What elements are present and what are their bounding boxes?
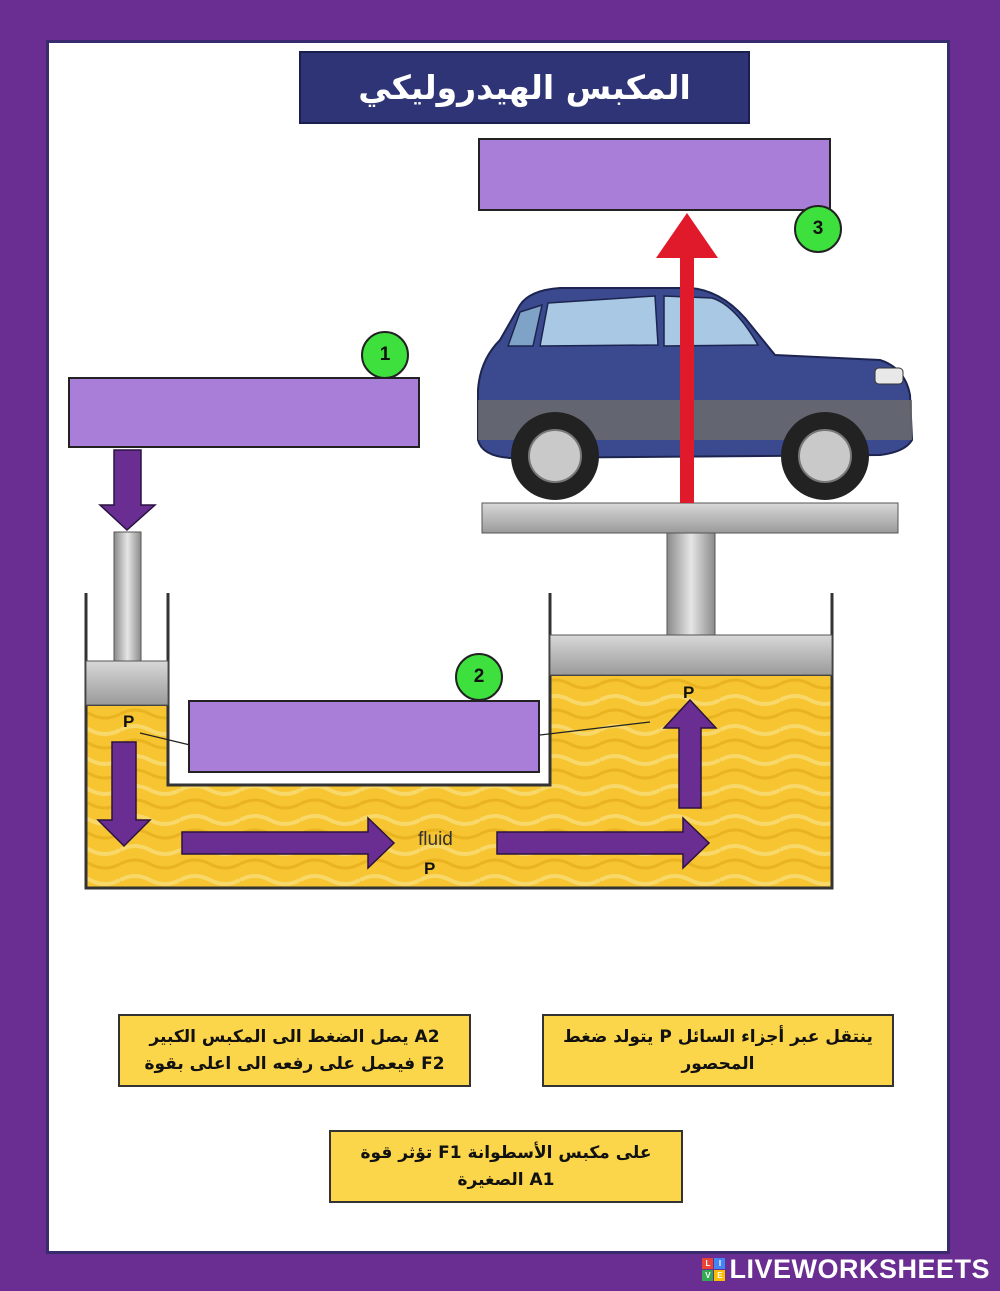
lift-arrow-shaft [680, 255, 694, 503]
answer-card-text: يتولد ضغط P ينتقل عبر أجزاء السائل المحص… [563, 1027, 873, 1074]
lift-platform [481, 502, 899, 534]
answer-card-text: يصل الضغط الى المكبس الكبير A2 فيعمل على… [144, 1027, 445, 1074]
fluid-right-arrow-1 [181, 816, 396, 870]
downforce-arrow [98, 449, 157, 532]
pressure-label-fluid: P [424, 859, 435, 878]
answer-drop-zone-1[interactable] [68, 377, 420, 448]
fluid-label: fluid [418, 829, 453, 850]
fluid-down-arrow [96, 741, 152, 848]
answer-drop-zone-3[interactable] [478, 138, 831, 211]
leader-line-right [539, 721, 651, 736]
page-title: المكبس الهيدروليكي [299, 51, 750, 124]
pressure-label-large: P [683, 683, 694, 702]
leader-line-left [139, 732, 191, 746]
small-piston-head [85, 660, 169, 706]
answer-card-small-piston-force[interactable]: تؤثر قوة F1 على مكبس الأسطوانة الصغيرة A… [329, 1130, 683, 1203]
logo-text: LIVEWORKSHEETS [729, 1254, 990, 1284]
drop-zone-number-1: 1 [361, 331, 409, 379]
drop-zone-number-2: 2 [455, 653, 503, 701]
answer-drop-zone-2[interactable] [188, 700, 540, 773]
large-piston-head [549, 634, 833, 676]
liveworksheets-logo: L I V E LIVEWORKSHEETS [702, 1254, 990, 1285]
fluid-right-arrow-2 [496, 816, 711, 870]
live-logo-icon: L I V E [702, 1258, 726, 1281]
lift-arrow-head [656, 213, 718, 258]
car-image [477, 287, 914, 500]
pressure-label-small: P [123, 712, 134, 731]
large-piston-rod [666, 532, 716, 636]
small-piston-rod [113, 531, 142, 662]
answer-card-text: تؤثر قوة F1 على مكبس الأسطوانة الصغيرة A… [360, 1143, 652, 1190]
drop-zone-number-3: 3 [794, 205, 842, 253]
fluid-up-arrow [662, 698, 718, 809]
answer-card-pressure[interactable]: يتولد ضغط P ينتقل عبر أجزاء السائل المحص… [542, 1014, 894, 1087]
answer-card-large-piston-force[interactable]: يصل الضغط الى المكبس الكبير A2 فيعمل على… [118, 1014, 471, 1087]
